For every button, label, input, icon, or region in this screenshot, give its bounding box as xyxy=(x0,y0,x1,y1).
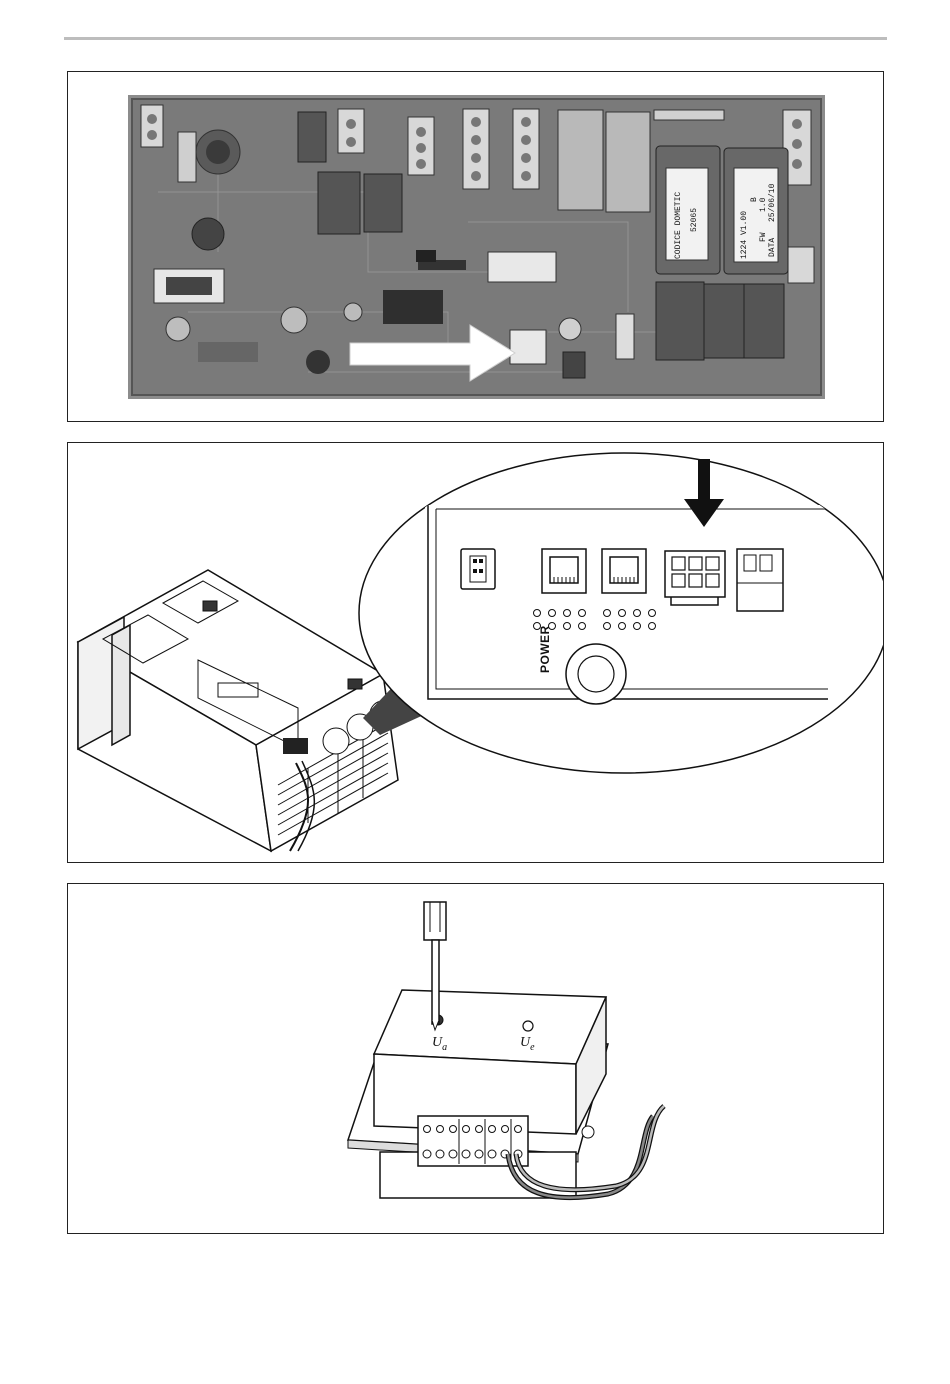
pcb-label-fw: FW xyxy=(759,232,768,242)
pcb-label-data: DATA xyxy=(768,238,777,257)
pcb-label-version: 1224 V1.00 xyxy=(740,211,749,259)
header-rule xyxy=(64,37,887,40)
converter-illustration xyxy=(68,884,884,1234)
pcb-label-fw-version: 1.0 xyxy=(759,197,768,212)
ue-label: Ue xyxy=(520,1035,535,1053)
pcb-label-code: 52065 xyxy=(690,208,699,232)
pcb-label-rev: B xyxy=(750,197,759,202)
pcb-label-codice: CODICE DOMETIC xyxy=(674,192,683,259)
figure-converter-panel: Ua Ue xyxy=(67,883,884,1234)
unit-illustration xyxy=(68,443,884,863)
ua-label: Ua xyxy=(432,1035,447,1053)
pcb-photo: CODICE DOMETIC 52065 1224 V1.00 B FW 1.0… xyxy=(68,72,884,422)
pcb-label-date: 25/06/10 xyxy=(768,183,777,222)
figure-unit-panel: POWER xyxy=(67,442,884,863)
power-label: POWER xyxy=(538,625,552,673)
figure-pcb-panel: CODICE DOMETIC 52065 1224 V1.00 B FW 1.0… xyxy=(67,71,884,422)
